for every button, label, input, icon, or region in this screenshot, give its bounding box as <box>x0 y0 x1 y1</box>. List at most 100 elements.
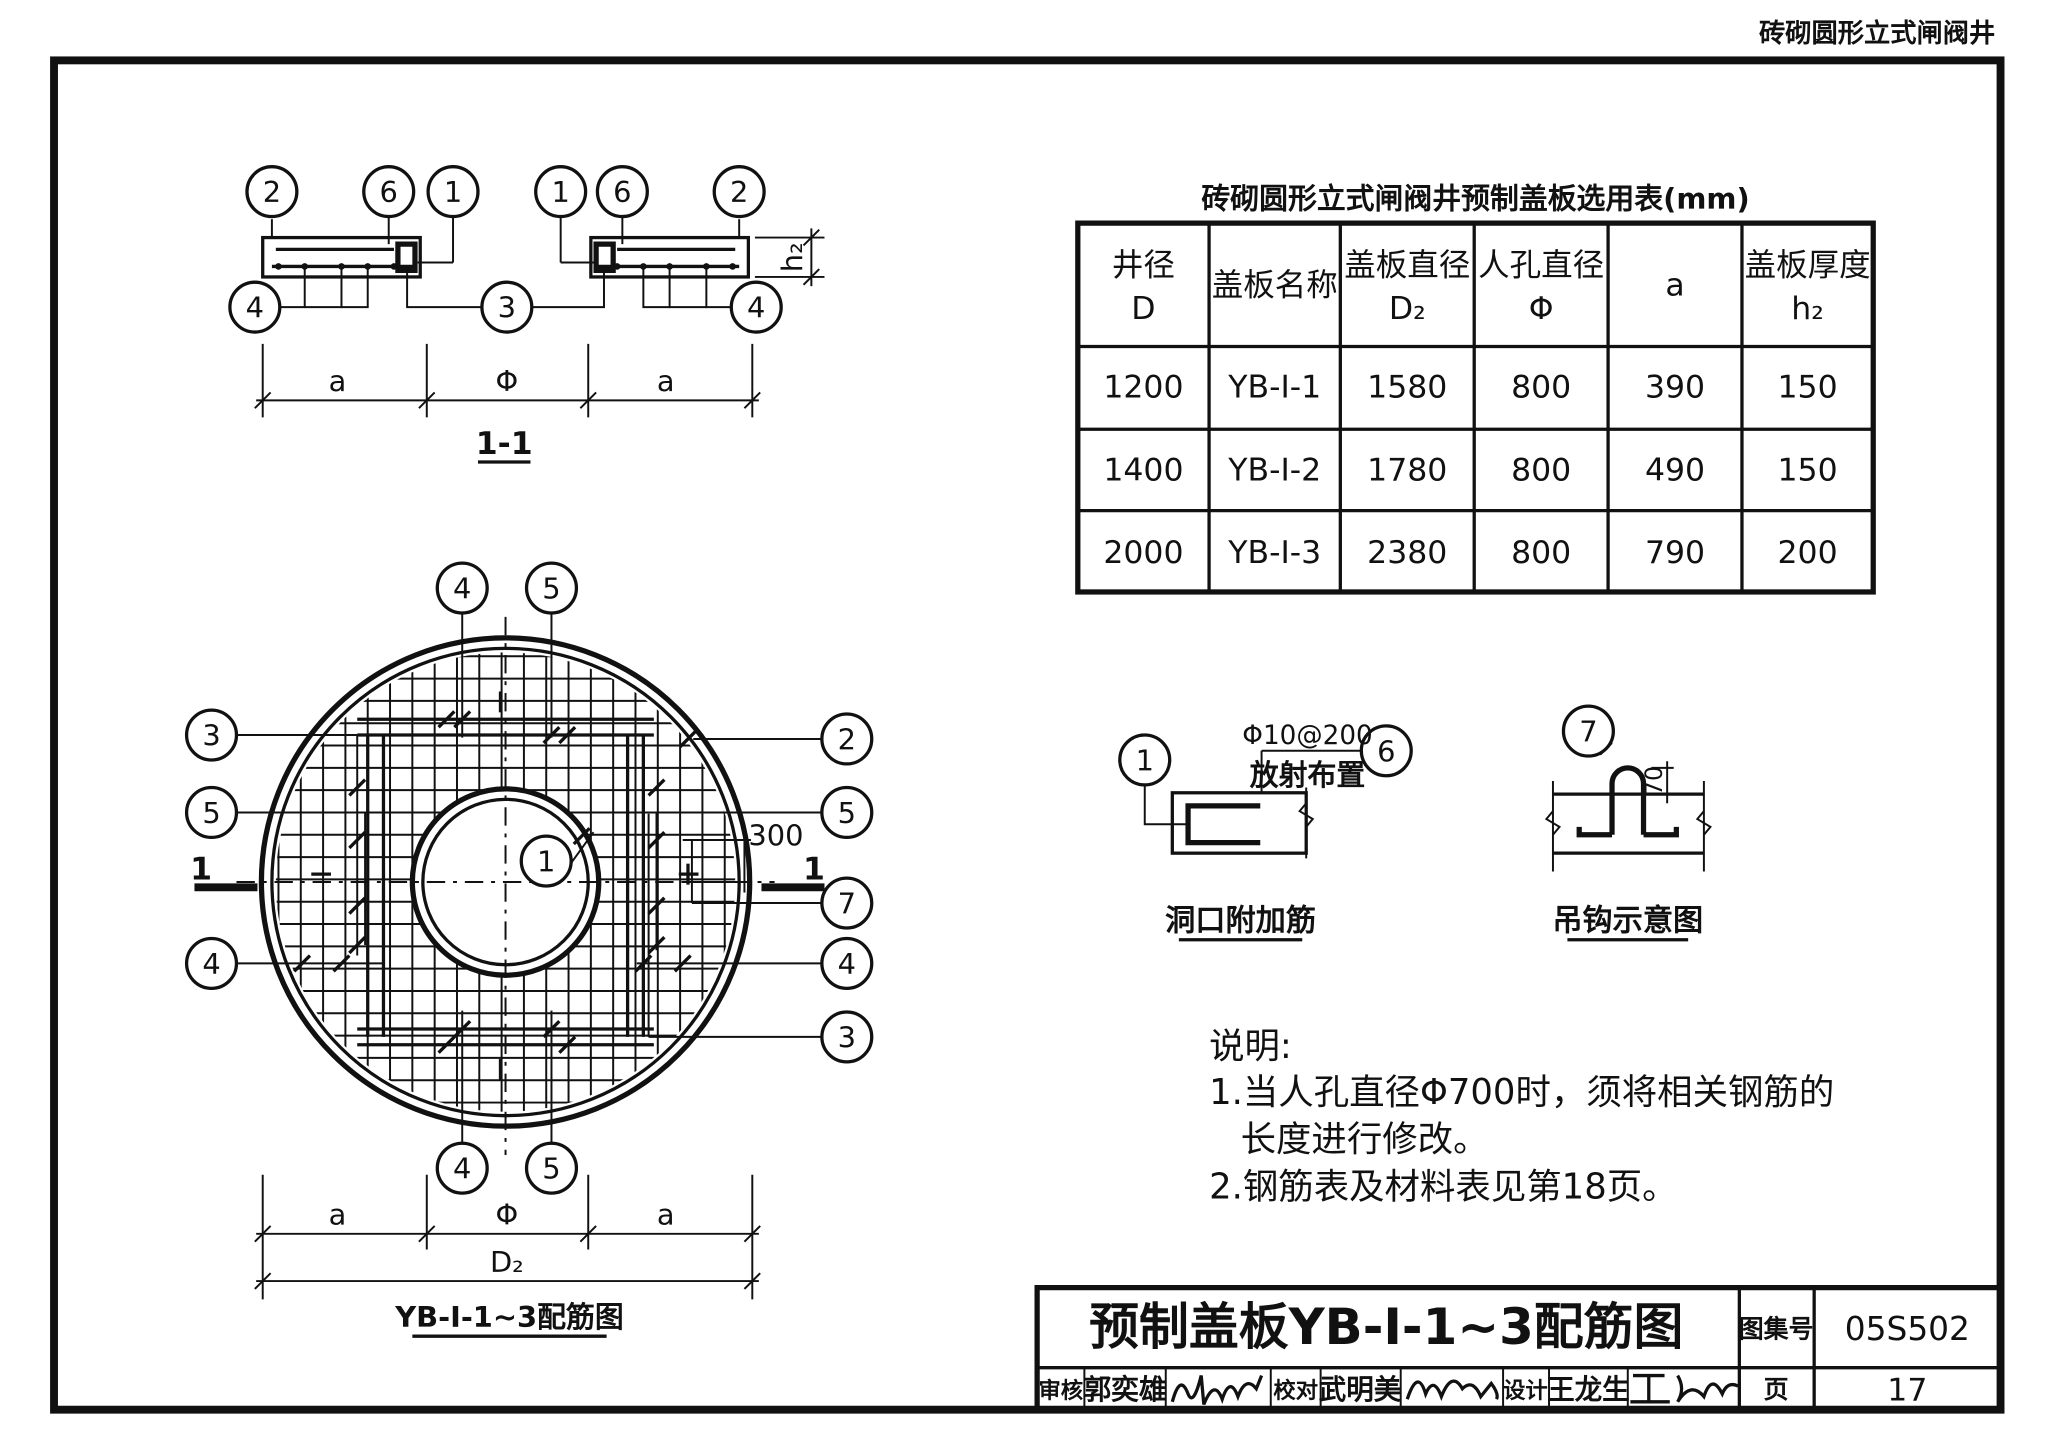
table-header-col0-line1: 井径 <box>1112 248 1175 284</box>
bar-tick <box>678 729 698 749</box>
drawing-title: 预制盖板YB-Ⅰ-1~3配筋图 <box>1089 1298 1683 1356</box>
svg-text:4: 4 <box>838 947 856 981</box>
bar-tick <box>558 1035 577 1054</box>
plan-bubble-7-right: 7 <box>820 876 874 930</box>
title-block: 预制盖板YB-Ⅰ-1~3配筋图 图集号 05S502 页 17 审核 郭奕雄 校… <box>1034 1284 2004 1413</box>
table-cell: YB-Ⅰ-1 <box>1227 370 1321 406</box>
check-name: 武明美 <box>1319 1374 1402 1406</box>
bar-tick <box>647 778 666 797</box>
table-cell: 800 <box>1511 452 1571 488</box>
spacing-note: 300 <box>748 818 803 852</box>
svg-text:6: 6 <box>613 175 631 209</box>
table-header-col3-line1: 人孔直径 <box>1478 248 1604 284</box>
page-number: 17 <box>1887 1372 1927 1408</box>
table-cell: 490 <box>1645 452 1705 488</box>
table-cell: 150 <box>1778 452 1838 488</box>
table-cell: 800 <box>1511 370 1571 406</box>
bar-tick <box>558 725 577 745</box>
table-header-col4: a <box>1665 267 1684 303</box>
bar-tick <box>437 710 456 729</box>
cut-label-right: 1 <box>803 851 825 887</box>
section-bubble-1-right: 1 <box>534 165 588 219</box>
sheet-border <box>50 56 2005 1414</box>
rebar-section-dot <box>666 263 673 270</box>
table-cell: YB-Ⅰ-2 <box>1227 452 1321 488</box>
svg-text:6: 6 <box>380 175 398 209</box>
svg-text:3: 3 <box>202 719 220 753</box>
svg-text:4: 4 <box>202 947 220 981</box>
section-dim-a-right: a <box>657 364 675 398</box>
section-dim-phi: Φ <box>495 364 518 398</box>
plan-bubble-2-right: 2 <box>820 712 874 766</box>
hook-bubble-7: 7 <box>1561 704 1615 758</box>
design-label: 设计 <box>1503 1378 1548 1404</box>
plan-bubble-5-bottom: 5 <box>524 1141 579 1195</box>
plan-title: YB-Ⅰ-1~3配筋图 <box>394 1300 624 1334</box>
svg-text:5: 5 <box>838 796 856 830</box>
section-title: 1-1 <box>476 426 533 462</box>
svg-text:7: 7 <box>838 887 856 921</box>
svg-text:6: 6 <box>1377 734 1395 768</box>
rebar-section-dot <box>338 263 345 270</box>
table-caption: 砖砌圆形立式闸阀井预制盖板选用表(mm) <box>1201 182 1749 216</box>
table-cell: 2000 <box>1103 535 1183 571</box>
plan-dim-phi: Φ <box>495 1198 518 1232</box>
check-label: 校对 <box>1273 1377 1318 1404</box>
svg-text:1: 1 <box>444 175 462 209</box>
cut-label-left: 1 <box>190 851 212 887</box>
rebar-section-dot <box>390 263 398 270</box>
plan-bubble-4-bottom: 4 <box>435 1141 489 1195</box>
plan-dim-a-right: a <box>657 1198 675 1232</box>
bar-tick <box>572 827 591 846</box>
running-title: 砖砌圆形立式闸阀井 <box>1759 18 1995 49</box>
bar-tick <box>437 1035 456 1054</box>
table-cell: 1200 <box>1103 370 1183 406</box>
svg-text:2: 2 <box>263 175 281 209</box>
table-header-col5-line2: h₂ <box>1791 291 1824 327</box>
svg-text:4: 4 <box>747 291 765 325</box>
svg-text:2: 2 <box>730 175 748 209</box>
table-cell: 150 <box>1778 370 1838 406</box>
section-bubble-4-right: 4 <box>729 280 783 334</box>
section-bubble-2-left: 2 <box>245 165 299 219</box>
svg-text:4: 4 <box>453 1152 471 1186</box>
hole-bar-title: 洞口附加筋 <box>1165 904 1316 939</box>
atlas-number: 05S502 <box>1845 1310 1970 1348</box>
plan-bubble-5-top: 5 <box>524 561 579 615</box>
svg-text:1: 1 <box>537 845 555 879</box>
plan-bubble-4-top: 4 <box>435 561 489 615</box>
section-bubble-3: 3 <box>480 280 534 334</box>
rebar-section-dot <box>729 263 736 270</box>
signature-reviewer <box>1170 1374 1264 1406</box>
note-2: 2.钢筋表及材料表见第18页。 <box>1209 1166 1678 1207</box>
section-bubble-6-left: 6 <box>362 165 416 219</box>
hole-bar-bubble-6: 6 <box>1359 724 1413 778</box>
note-1: 1.当人孔直径Φ700时，须将相关钢筋的 <box>1209 1072 1834 1113</box>
rebar-section-dot <box>613 263 621 270</box>
rebar-section-dot <box>275 263 282 270</box>
hook-dim: 70 <box>1640 766 1668 796</box>
signature-designer <box>1630 1373 1739 1404</box>
hole-bar-detail: 1 6 Φ10@200 放射布置 洞口附加筋 <box>1118 721 1413 942</box>
plan-bubble-4-left: 4 <box>184 936 239 990</box>
table-header-col1: 盖板名称 <box>1212 267 1338 303</box>
note-1b: 长度进行修改。 <box>1241 1119 1489 1160</box>
rebar-section-dot <box>364 263 372 270</box>
svg-text:5: 5 <box>202 796 220 830</box>
table-header-col0-line2: D <box>1131 291 1155 327</box>
selection-table: 砖砌圆形立式闸阀井预制盖板选用表(mm) 井径 D 盖板名称 盖板直径 D₂ 人… <box>1075 182 1876 595</box>
section-bubble-6-right: 6 <box>595 165 649 219</box>
hole-bar-spec-note: 放射布置 <box>1249 758 1365 792</box>
svg-text:3: 3 <box>838 1020 856 1054</box>
svg-text:2: 2 <box>838 722 856 756</box>
plan-bubble-3-left: 3 <box>184 708 239 762</box>
section-bubble-4-left: 4 <box>228 280 282 334</box>
plan-bubble-1-center: 1 <box>519 834 573 888</box>
plan-bubble-4-right: 4 <box>820 936 874 990</box>
table-cell: YB-Ⅰ-3 <box>1227 535 1321 571</box>
table-cell: 800 <box>1511 535 1571 571</box>
signature-checker <box>1405 1379 1499 1402</box>
section-view: h₂ a Φ a 2 6 1 1 6 <box>228 165 825 464</box>
table-header-col3-line2: Φ <box>1529 291 1554 327</box>
